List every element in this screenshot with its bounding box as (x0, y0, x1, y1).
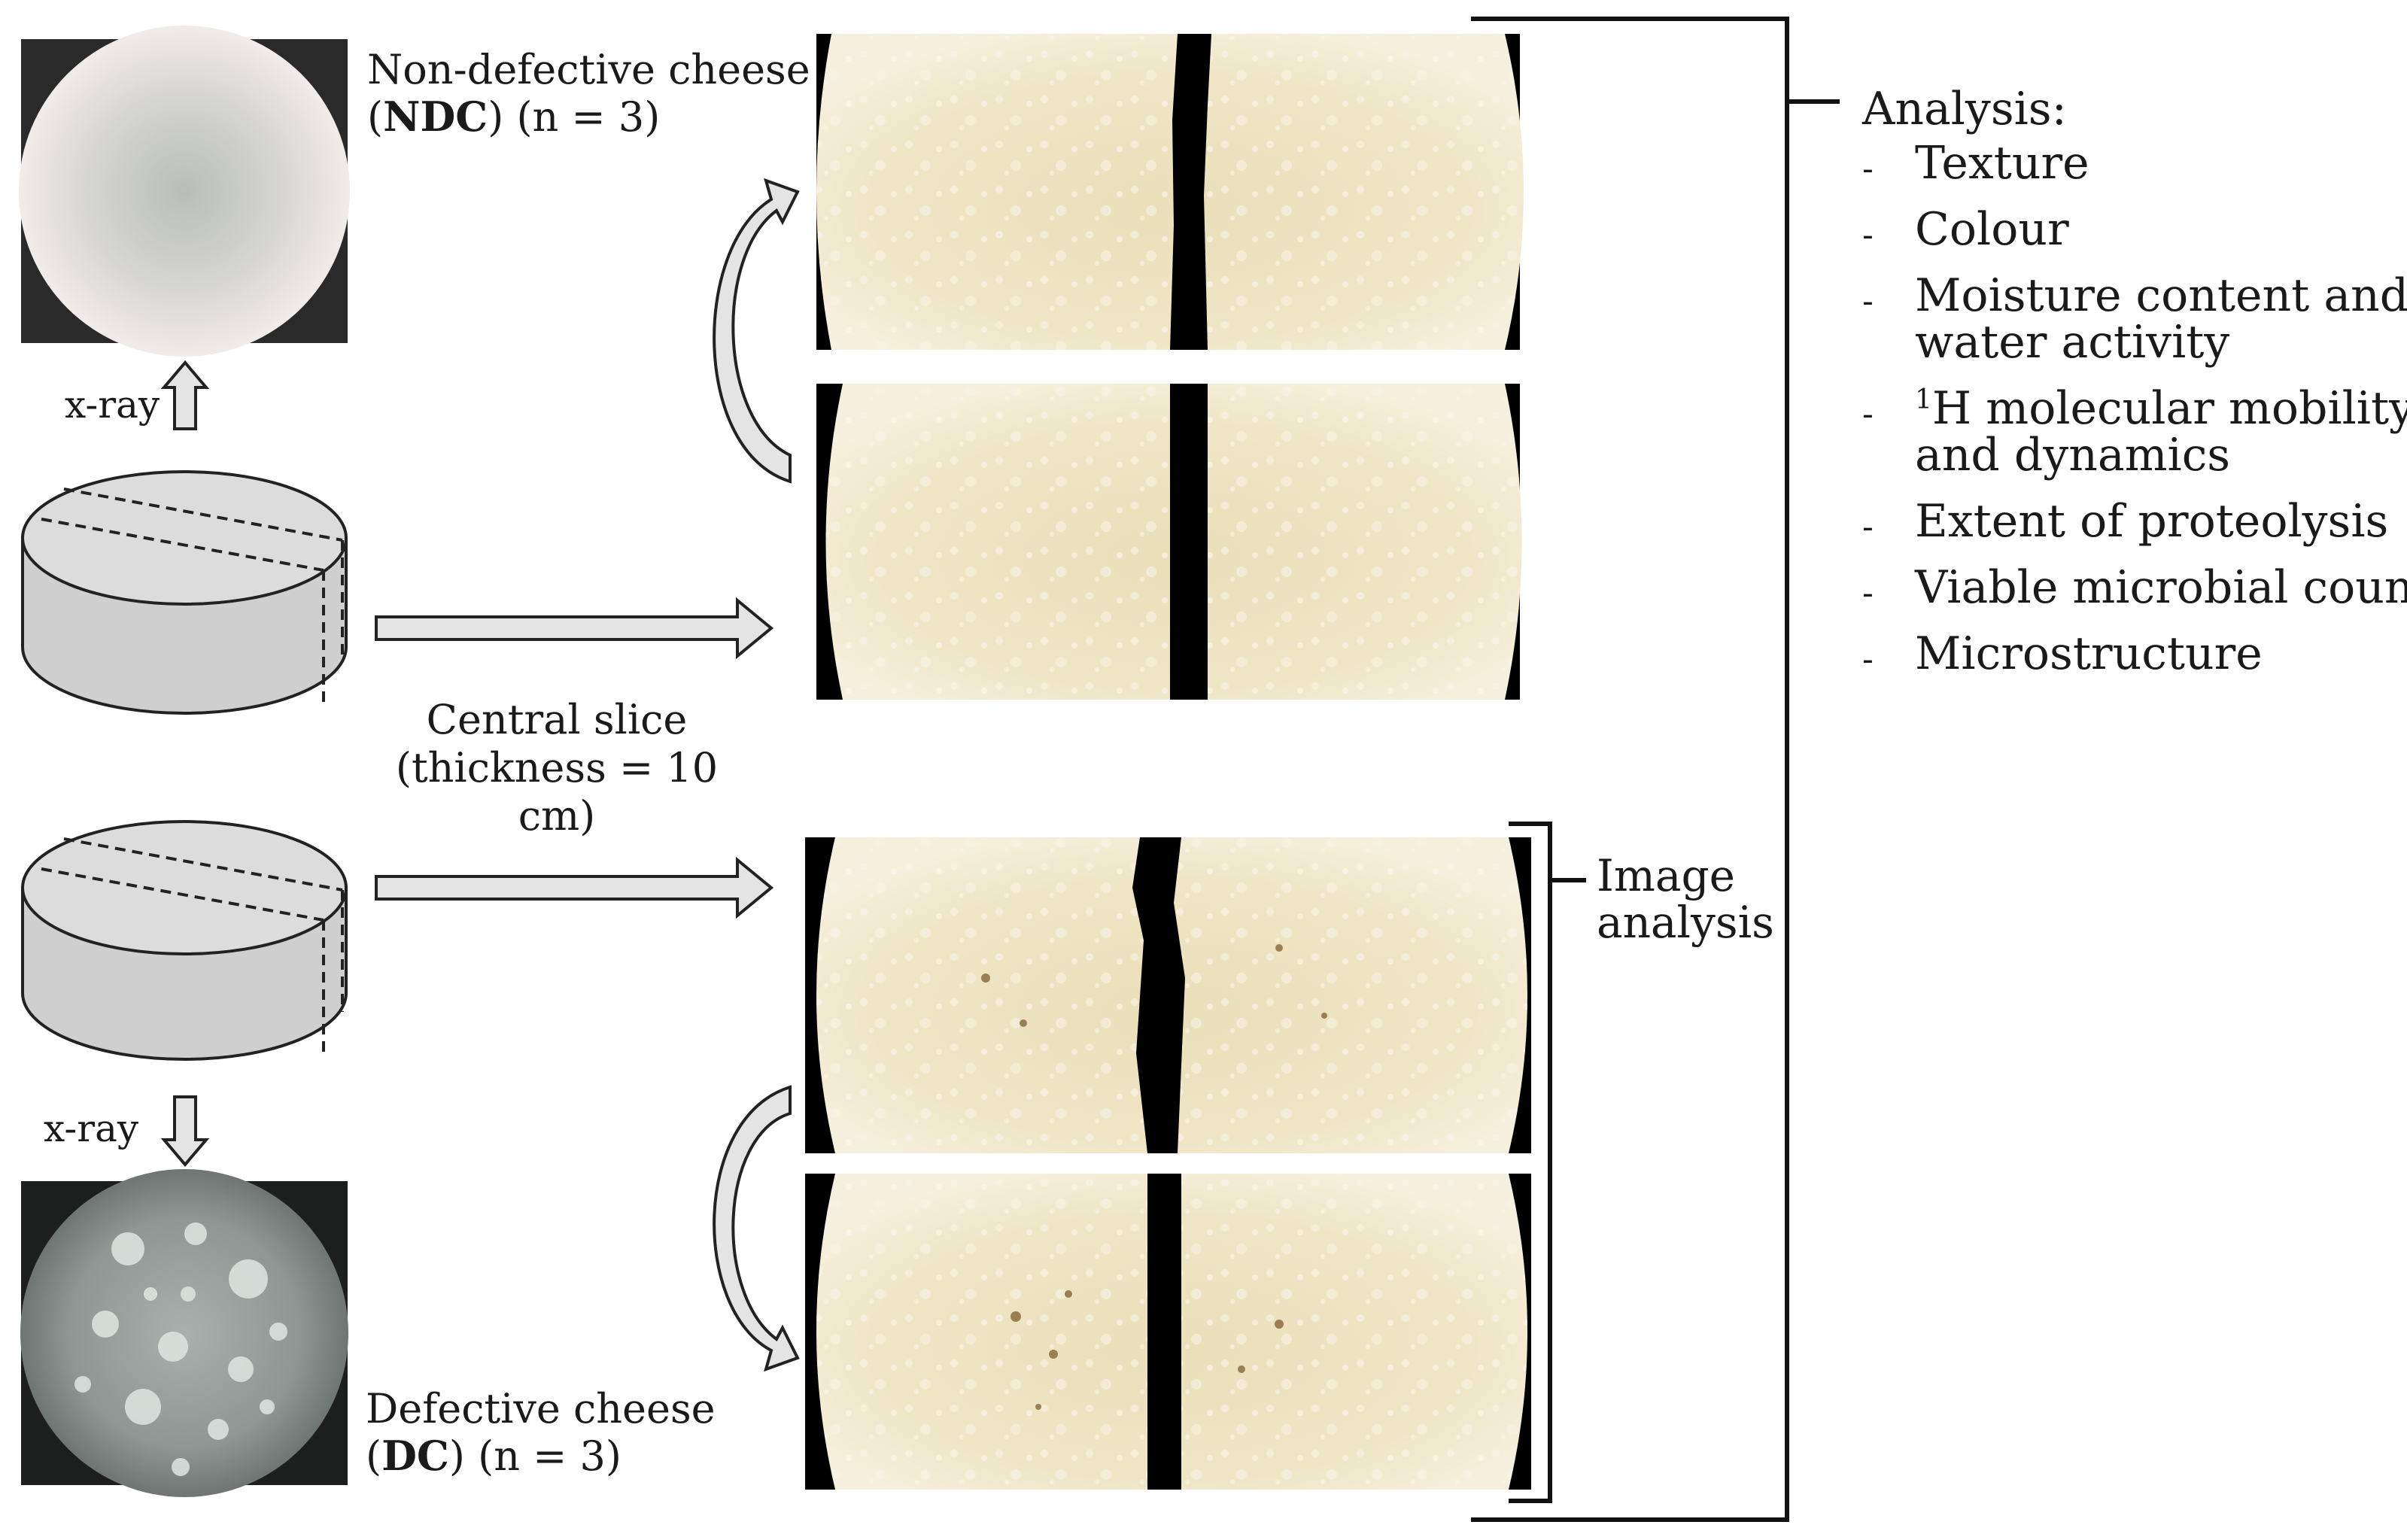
dc-cheese-cylinder (21, 820, 348, 1061)
image-analysis-line1: Image (1597, 850, 1735, 901)
ndc-xray-image (19, 26, 350, 357)
xray-down-arrow (160, 1095, 210, 1168)
analysis-item-moisture: -Moisture content and water activity (1862, 269, 2407, 369)
dc-label-name: Defective cheese (366, 1385, 716, 1432)
ndc-count: (n = 3) (516, 93, 661, 141)
analysis-item-colour: -Colour (1862, 203, 2069, 256)
ndc-slice-photo-bottom (816, 384, 1522, 700)
central-slice-label: Central slice (thickness = 10 cm) (361, 696, 752, 840)
xray-label-bottom: x-ray (44, 1107, 139, 1150)
image-analysis-label: Image analysis (1597, 852, 1792, 946)
dc-label: Defective cheese (DC) (n = 3) (366, 1385, 716, 1480)
ndc-cheese-cylinder (21, 470, 348, 715)
image-analysis-bracket (1509, 822, 1586, 1503)
analysis-item-molecular-mobility: -1H molecular mobility and dynamics (1862, 382, 2407, 481)
dc-flip-curved-arrow (713, 1085, 800, 1372)
image-analysis-line2: analysis (1597, 897, 1774, 948)
xray-label-top: x-ray (65, 383, 160, 427)
ndc-label: Non-defective cheese (NDC) (n = 3) (367, 46, 810, 141)
dc-slice-photo-top (805, 837, 1531, 1153)
dc-slice-photo-bottom (805, 1174, 1531, 1490)
analysis-item-microbial-counts: -Viable microbial counts (1862, 561, 2407, 614)
ndc-slice-photo-top (816, 34, 1524, 350)
ndc-flip-curved-arrow (713, 178, 800, 484)
analysis-item-proteolysis: -Extent of proteolysis (1862, 495, 2389, 548)
xray-up-arrow (160, 360, 210, 430)
dc-count: (n = 3) (478, 1432, 622, 1480)
central-slice-title: Central slice (426, 696, 688, 743)
analysis-list: -Texture -Colour -Moisture content and w… (1862, 140, 2407, 697)
ndc-slice-arrow (375, 597, 774, 660)
dc-abbr: DC (381, 1432, 449, 1480)
central-slice-thickness: (thickness = 10 cm) (395, 744, 719, 840)
dc-slice-arrow (375, 856, 774, 919)
ndc-abbr: NDC (383, 93, 488, 141)
ndc-label-name: Non-defective cheese (367, 46, 810, 93)
analysis-title: Analysis: (1862, 83, 2067, 135)
analysis-item-texture: -Texture (1862, 137, 2089, 190)
analysis-brace (1471, 17, 1840, 1522)
dc-xray-image (20, 1169, 348, 1497)
analysis-item-microstructure: -Microstructure (1862, 627, 2263, 680)
